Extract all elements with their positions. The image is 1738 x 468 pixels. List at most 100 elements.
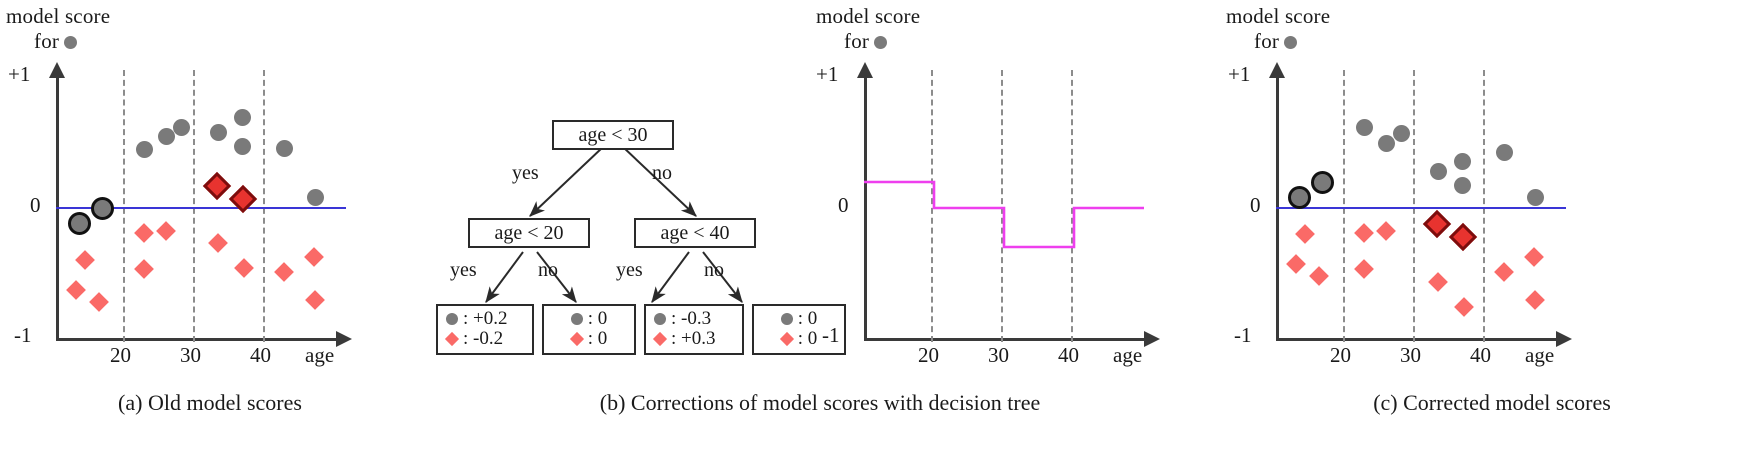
data-point-diamond: [1493, 261, 1514, 282]
data-point-circle: [1453, 152, 1471, 170]
data-point-diamond: [303, 247, 324, 268]
panel-a-title-line2: for: [34, 29, 60, 53]
gray-circle-icon: [446, 313, 458, 325]
tree-leaf-4[interactable]: : 0 : 0: [752, 304, 846, 355]
data-point-diamond: [305, 290, 325, 311]
panel-c-x-axis-arrow-icon: [1556, 331, 1572, 347]
panel-c-x-axis-label: age: [1525, 343, 1555, 367]
data-point-circle: [1378, 134, 1396, 152]
data-point-diamond-highlighted: [1448, 222, 1478, 251]
panel-b-y-axis: [864, 78, 867, 340]
decision-tree-edges: [485, 146, 743, 303]
tree-node-age-lt-40[interactable]: age < 40: [634, 218, 756, 248]
panel-b-gridline-30: [1001, 70, 1003, 342]
data-point-diamond: [66, 279, 87, 300]
data-point-diamond: [1525, 290, 1545, 311]
data-point-circle-highlighted: [68, 212, 92, 236]
data-point-diamond: [1295, 224, 1316, 244]
data-point-diamond: [1353, 222, 1374, 243]
panel-b-plot-title: model score for: [816, 4, 920, 54]
panel-a-zero-line: [56, 207, 346, 209]
data-point-diamond: [1428, 272, 1449, 292]
panel-c-xtick-30: 30: [1400, 343, 1421, 367]
panel-c-xtick-20: 20: [1330, 343, 1351, 367]
tree-leaf-3-circle-value: : -0.3: [671, 308, 712, 329]
panel-c-ytick-zero: 0: [1250, 193, 1261, 217]
data-point-circle-highlighted: [1310, 170, 1334, 194]
panel-a-ytick-plus1: +1: [8, 62, 31, 86]
data-point-diamond: [1375, 221, 1396, 242]
panel-a-x-axis-label: age: [305, 343, 335, 367]
panel-b-xtick-40: 40: [1058, 343, 1079, 367]
data-point-diamond: [75, 250, 96, 270]
data-point-circle-highlighted: [1288, 186, 1312, 210]
data-point-diamond-highlighted: [202, 171, 232, 201]
panel-b-y-axis-arrow-icon: [857, 62, 873, 78]
data-point-circle: [234, 138, 252, 156]
panel-c-title-line1: model score: [1226, 4, 1331, 28]
data-point-circle: [1495, 143, 1513, 161]
panel-a-xtick-20: 20: [110, 343, 131, 367]
data-point-diamond: [208, 233, 229, 253]
tree-edge-label-right-no: no: [704, 259, 724, 281]
tree-leaf-1-circle-row: : +0.2: [446, 309, 524, 329]
tree-leaf-2[interactable]: : 0 : 0: [542, 304, 636, 355]
data-point-diamond: [1286, 253, 1307, 274]
panel-b-ytick-plus1: +1: [816, 62, 839, 86]
panel-a-gridline-30: [193, 70, 195, 342]
panel-c-zero-line: [1276, 207, 1566, 209]
panel-c-x-axis: [1276, 338, 1556, 341]
panel-c-plot-title: model score for: [1226, 4, 1330, 54]
gray-circle-icon: [654, 313, 666, 325]
data-point-circle: [135, 141, 153, 158]
step-line-path: [864, 180, 1144, 249]
panel-a-title-line1: model score: [6, 4, 111, 28]
panel-b-ytick-zero: 0: [838, 193, 849, 217]
tree-edge-label-left-yes: yes: [450, 259, 477, 281]
panel-c-corrected-model-scores: model score for +1 0 -1 20 30 40 age (c)…: [1220, 0, 1738, 468]
panel-b-title-line1: model score: [816, 4, 921, 28]
panel-c-title-line2-wrap: for: [1254, 29, 1330, 54]
panel-c-ytick-plus1: +1: [1228, 62, 1251, 86]
tree-leaf-1-diamond-value: : -0.2: [463, 328, 504, 349]
tree-node-age-lt-20[interactable]: age < 20: [468, 218, 590, 248]
tree-edge-label-root-no: no: [652, 162, 672, 184]
panel-a-x-axis: [56, 338, 336, 341]
panel-a-ytick-minus1: -1: [14, 323, 32, 347]
panel-a-caption: (a) Old model scores: [118, 390, 302, 415]
data-point-circle: [1527, 189, 1545, 207]
tree-leaf-3-circle-row: : -0.3: [654, 309, 734, 329]
tree-leaf-3-diamond-row: : +0.3: [652, 329, 734, 349]
tree-leaf-1[interactable]: : +0.2 : -0.2: [436, 304, 534, 355]
tree-leaf-2-diamond-value: : 0: [587, 328, 608, 349]
data-point-diamond: [1309, 265, 1330, 286]
data-point-diamond: [1354, 259, 1375, 279]
tree-edge-label-left-no: no: [538, 259, 558, 281]
panel-a-x-axis-arrow-icon: [336, 331, 352, 347]
panel-a-plot-title: model score for: [6, 4, 110, 54]
data-point-diamond: [155, 221, 176, 242]
tree-node-root[interactable]: age < 30: [552, 120, 674, 150]
step-function-line: [864, 180, 1144, 249]
panel-a-ytick-zero: 0: [30, 193, 41, 217]
data-point-circle: [275, 139, 293, 157]
tree-leaf-1-circle-value: : +0.2: [463, 308, 508, 329]
tree-leaf-2-diamond-row: : 0: [552, 329, 626, 349]
tree-leaf-3[interactable]: : -0.3 : +0.3: [644, 304, 744, 355]
data-point-circle-highlighted: [90, 196, 114, 220]
panel-c-title-line2: for: [1254, 29, 1280, 53]
panel-b-caption: (b) Corrections of model scores with dec…: [599, 390, 1041, 415]
panel-b-x-axis-arrow-icon: [1144, 331, 1160, 347]
panel-a-y-axis: [56, 78, 59, 340]
data-point-circle: [1392, 125, 1410, 143]
panel-c-y-axis: [1276, 78, 1279, 340]
panel-a-gridline-40: [263, 70, 265, 342]
gray-circle-icon: [874, 35, 888, 49]
panel-a-old-model-scores: model score for +1 0 -1 20 30 40 age (a)…: [0, 0, 420, 468]
panel-b-x-axis-label: age: [1113, 343, 1143, 367]
data-point-diamond: [233, 257, 254, 278]
data-point-circle: [1355, 118, 1373, 136]
panel-a-xtick-30: 30: [180, 343, 201, 367]
data-point-circle: [209, 124, 227, 142]
